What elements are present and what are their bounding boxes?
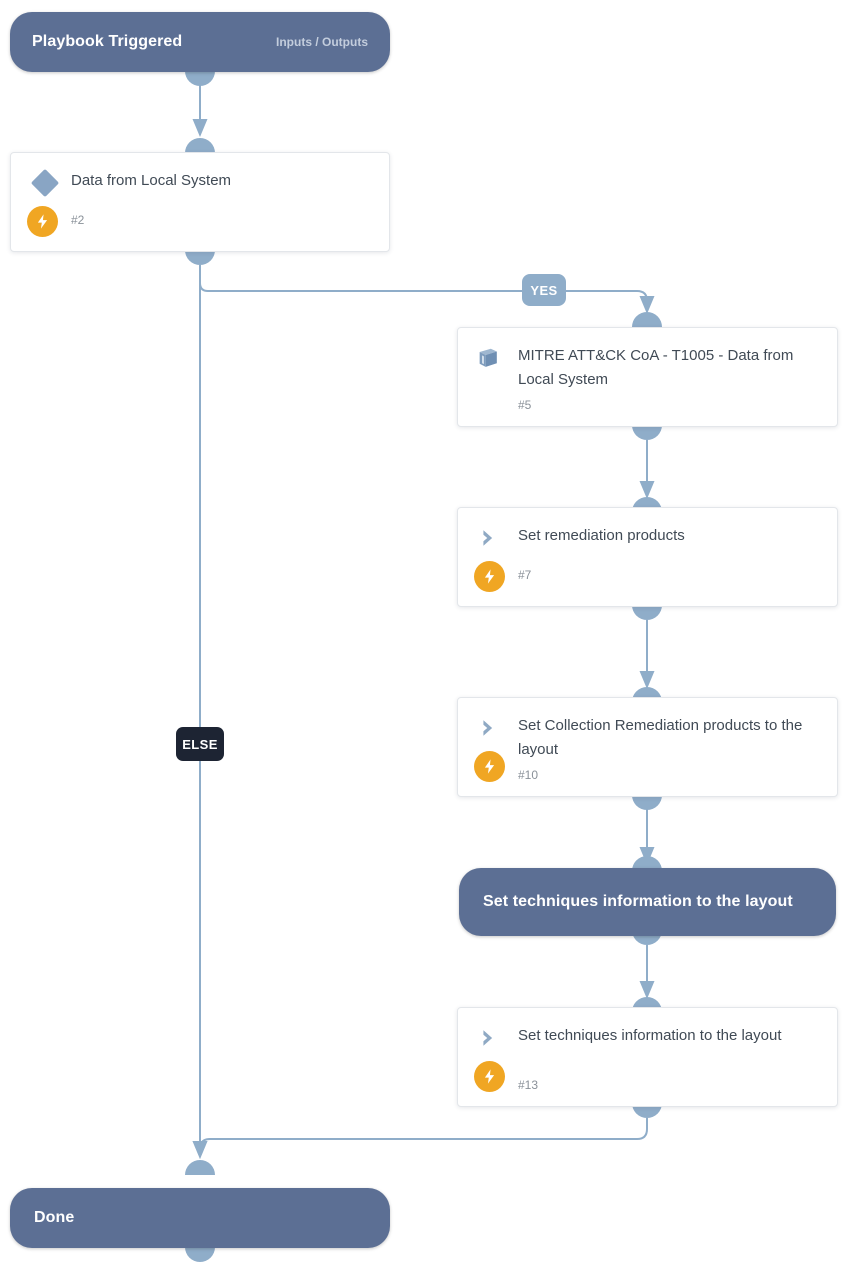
node-card-10[interactable]: Set Collection Remediation products to t… <box>457 697 838 797</box>
lightning-bolt-icon <box>474 561 505 592</box>
port-out-done <box>185 1247 215 1262</box>
node-card-7-number: #7 <box>518 568 532 582</box>
branch-label-else[interactable]: ELSE <box>176 727 224 761</box>
highlight-node[interactable]: Set techniques information to the layout <box>459 868 836 936</box>
branch-label-yes[interactable]: YES <box>522 274 566 306</box>
node-card-13-number: #13 <box>518 1078 539 1092</box>
start-node-inputs-outputs-label: Inputs / Outputs <box>276 35 368 49</box>
port-out-node-5 <box>632 425 662 440</box>
port-in-node-5 <box>632 312 662 327</box>
start-node[interactable]: Playbook Triggered Inputs / Outputs <box>10 12 390 72</box>
node-card-2-title: Data from Local System <box>71 172 232 189</box>
highlight-node-title: Set techniques information to the layout <box>483 893 793 911</box>
node-card-5-title: MITRE ATT&CK CoA - T1005 - Data from Loc… <box>518 347 794 389</box>
node-card-5-number: #5 <box>518 398 532 412</box>
node-card-13-title: Set techniques information to the layout <box>518 1027 782 1044</box>
lightning-bolt-icon <box>27 206 58 237</box>
node-card-2-number: #2 <box>71 213 85 227</box>
node-card-7[interactable]: Set remediation products #7 <box>457 507 838 607</box>
end-node[interactable]: Done <box>10 1188 390 1248</box>
port-out-node-10 <box>632 795 662 810</box>
node-card-10-title: Set Collection Remediation products to t… <box>518 717 803 759</box>
lightning-bolt-icon <box>474 751 505 782</box>
diamond-condition-icon <box>29 167 61 199</box>
port-in-node-2 <box>185 138 215 153</box>
node-card-2[interactable]: Data from Local System #2 <box>10 152 390 252</box>
chevron-right-icon <box>472 1022 504 1054</box>
port-out-start <box>185 71 215 86</box>
book-playbook-icon <box>472 342 504 374</box>
port-out-node-2 <box>185 250 215 265</box>
node-card-10-number: #10 <box>518 768 539 782</box>
lightning-bolt-icon <box>474 1061 505 1092</box>
port-out-node-7 <box>632 605 662 620</box>
end-node-title: Done <box>34 1209 75 1227</box>
port-in-done <box>185 1160 215 1175</box>
chevron-right-icon <box>472 522 504 554</box>
node-card-5[interactable]: MITRE ATT&CK CoA - T1005 - Data from Loc… <box>457 327 838 427</box>
node-card-7-title: Set remediation products <box>518 527 685 544</box>
node-card-13[interactable]: Set techniques information to the layout… <box>457 1007 838 1107</box>
start-node-title: Playbook Triggered <box>32 33 183 51</box>
chevron-right-icon <box>472 712 504 744</box>
